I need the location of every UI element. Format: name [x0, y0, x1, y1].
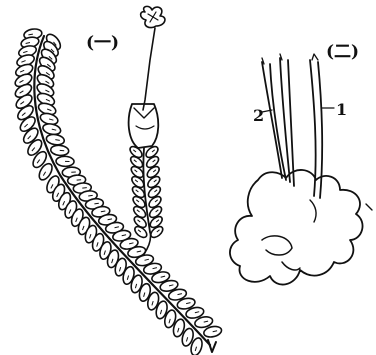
thallus-inner-lobe: [262, 236, 292, 255]
small-shoot-leaves: [128, 144, 165, 239]
part-2-label: 2: [253, 108, 264, 124]
thallus-notch: [282, 262, 300, 270]
leaf-midrib: [88, 195, 92, 196]
large-shoot-tip: [208, 340, 216, 352]
large-leafy-shoot: [13, 28, 222, 355]
thallus-fold: [310, 200, 316, 222]
sporophytes-part-2: [262, 54, 294, 186]
seta-stalk: [143, 28, 155, 110]
small-erect-shoot: [128, 6, 165, 254]
leaf-midrib: [94, 203, 98, 204]
thallus-outline: [230, 170, 363, 285]
figure-one-label: (一): [86, 35, 119, 52]
thallus-figure: [230, 54, 372, 285]
capsule-head: [141, 6, 165, 27]
thallus-edge-mark: [366, 204, 372, 210]
figure-two-label: (二): [326, 44, 359, 61]
part-1-label: 1: [336, 102, 347, 118]
